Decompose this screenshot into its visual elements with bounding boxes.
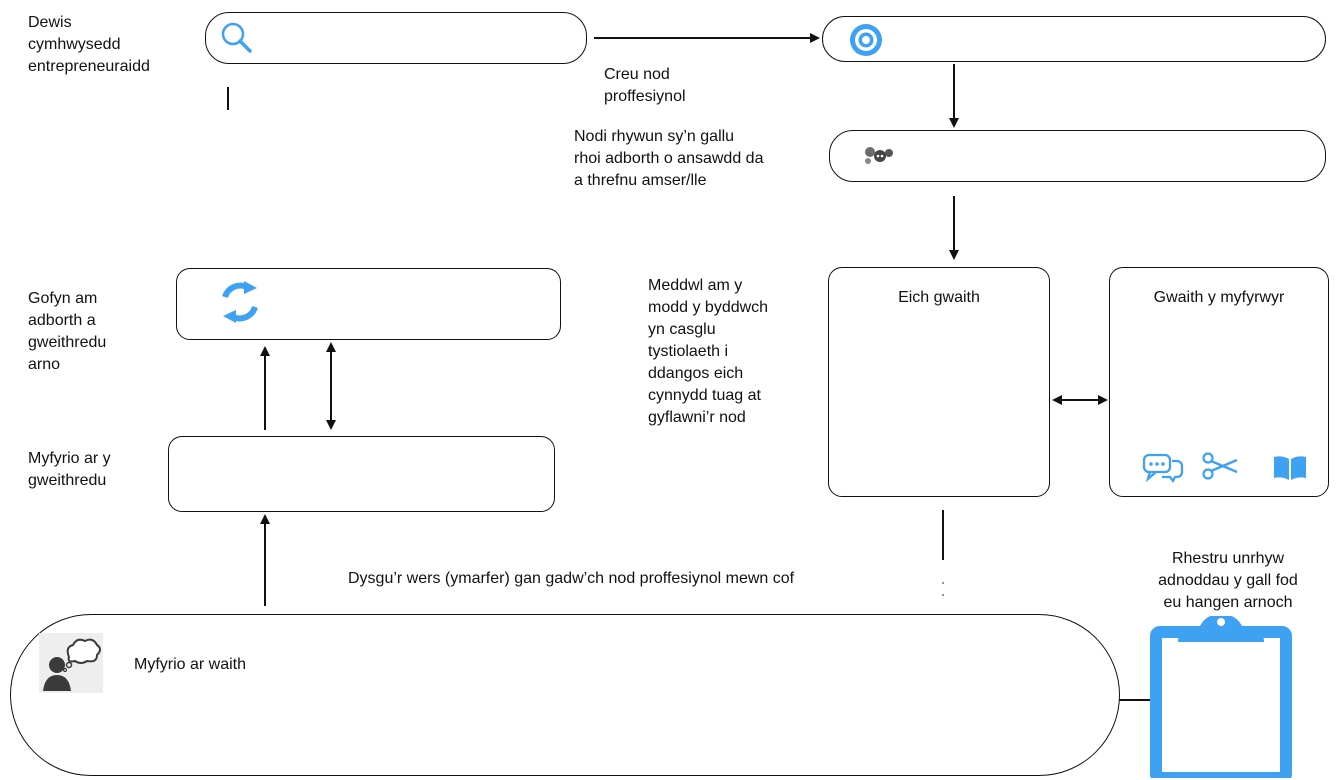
identify-person-label: Nodi rhywun sy’n gallu rhoi adborth o an… [574, 128, 764, 189]
reflect-action-box [168, 436, 555, 512]
ask-feedback-label: Gofyn am adborth a gweithredu arno [28, 290, 107, 373]
people-group-icon [865, 147, 893, 164]
list-resources-label: Rhestru unrhyw adnoddau y gall fod eu ha… [1158, 550, 1298, 611]
reflect-work-box [10, 614, 1120, 776]
scissors-icon [1202, 452, 1238, 480]
student-work-box: Gwaith y myfyrwyr [1109, 267, 1329, 497]
student-work-title: Gwaith y myfyrwyr [1153, 289, 1285, 306]
ask-feedback-box [176, 268, 561, 340]
reflect-action-label: Myfyrio ar y gweithredu [28, 450, 111, 489]
create-goal-label: Creu nod proffesiynol [604, 66, 686, 105]
teach-lesson-label: Dysgu’r wers (ymarfer) gan gadw’ch nod p… [348, 570, 795, 587]
clipboard-icon [1150, 616, 1292, 778]
your-work-box: Eich gwaith [828, 267, 1050, 497]
your-work-title: Eich gwaith [898, 289, 980, 306]
open-book-icon [1274, 456, 1306, 480]
target-icon [850, 24, 882, 56]
search-icon [221, 22, 252, 53]
create-goal-box [822, 16, 1326, 62]
reflect-work-label: Myfyrio ar waith [134, 656, 247, 673]
thinking-person-icon [39, 633, 103, 693]
refresh-cycle-icon [222, 281, 258, 323]
identify-person-box [829, 130, 1326, 182]
choose-competency-label: Dewis cymhwysedd entrepreneuraidd [28, 14, 150, 75]
choose-competency-box [205, 12, 587, 64]
chat-bubbles-icon [1142, 453, 1184, 484]
think-evidence-label: Meddwl am y modd y byddwch yn casglu tys… [648, 277, 769, 426]
